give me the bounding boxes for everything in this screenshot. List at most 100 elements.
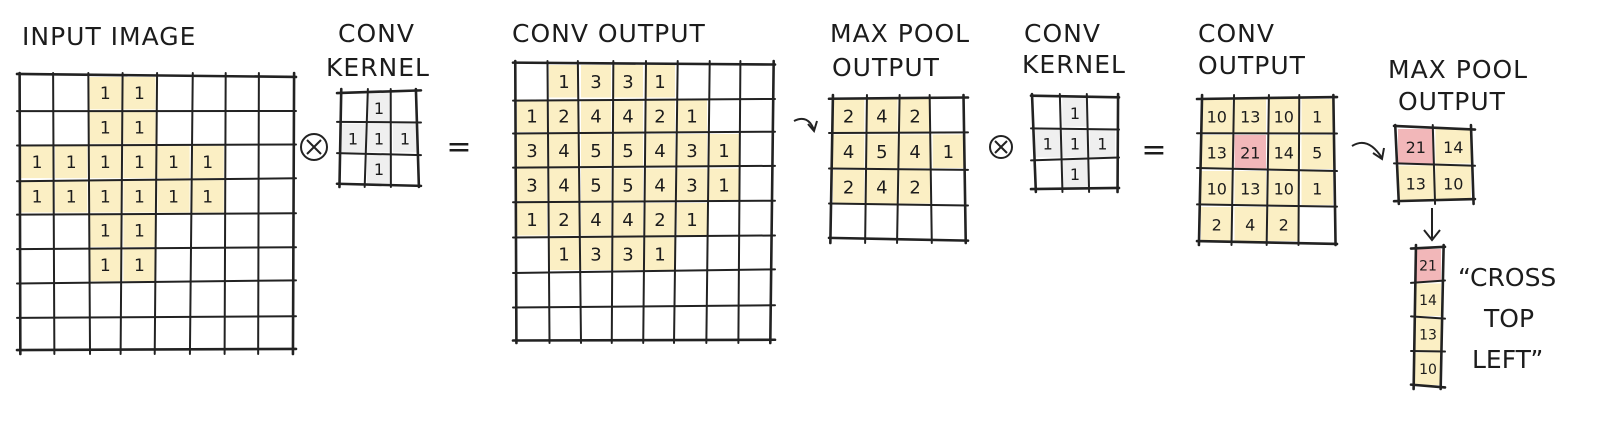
input-image-cell-value: 1 <box>134 153 145 173</box>
conv-kernel-2-col-line <box>1060 94 1063 192</box>
conv-output-1-cell-value: 3 <box>686 141 697 162</box>
conv-output-2-cell-value: 21 <box>1240 144 1260 163</box>
input-image-cell-value: 1 <box>202 153 213 173</box>
input-image-cell-value: 1 <box>100 84 111 104</box>
max-pool-output-2-label-line2: OUTPUT <box>1398 87 1506 116</box>
input-image-cell-value: 1 <box>134 84 145 104</box>
max-pool-output-1-cell-value: 1 <box>943 142 954 163</box>
conv-kernel-1-cell-value: 1 <box>400 130 410 149</box>
conv-output-1-cell-value: 1 <box>718 175 729 196</box>
input-image-cell-value: 1 <box>66 187 77 207</box>
conv-output-1-row-line <box>513 63 775 65</box>
conv-kernel-2-cell-value: 1 <box>1070 135 1080 154</box>
conv-kernel-1-cell-value: 1 <box>374 99 384 118</box>
input-image-row-line <box>17 316 296 318</box>
conv-output-2-cell-value: 10 <box>1207 180 1227 199</box>
conv-output-2-cell-value: 13 <box>1240 180 1260 199</box>
conv-output-2-cell-value: 13 <box>1207 144 1227 163</box>
conv-kernel-2-row-line <box>1031 128 1119 129</box>
input-image-row-line <box>17 280 296 283</box>
input-image-cell-value: 1 <box>168 153 179 173</box>
conv-output-1-col-line <box>612 61 614 343</box>
conv-kernel-1-label-line2: KERNEL <box>326 53 430 82</box>
conv-output-1-cell-value: 5 <box>590 175 601 196</box>
conv-output-1-cell-value: 4 <box>622 106 633 127</box>
conv-kernel-1-row-line <box>337 122 421 123</box>
input-image-cell-value: 1 <box>66 153 77 173</box>
conv-kernel-2-cell-value: 1 <box>1043 135 1053 154</box>
conv-output-1-cell-value: 4 <box>654 175 665 196</box>
conv-kernel-1-row-line <box>337 184 421 186</box>
conv-output-1-cell-value: 5 <box>622 175 633 196</box>
conv-output-1-cell-value: 3 <box>526 175 537 196</box>
conv-output-1-cell-value: 5 <box>622 141 633 162</box>
flattened-vector-row-line <box>1411 351 1445 352</box>
conv-output-1-cell-value: 1 <box>686 210 697 231</box>
max-pool-output-1-col-line <box>930 95 932 243</box>
conv-output-2-cell-value: 2 <box>1212 216 1222 235</box>
input-image-cell-value: 1 <box>134 256 145 276</box>
input-image-col-line <box>53 73 54 354</box>
conv-output-1-cell-value: 4 <box>654 141 665 162</box>
conv-kernel-2-col-line <box>1118 94 1119 192</box>
result-caption-line2: TOP <box>1483 304 1534 333</box>
conv-kernel-1-row-line <box>337 153 421 155</box>
conv-output-1-col-line <box>770 61 773 343</box>
max-pool-output-1-cell-value: 2 <box>909 177 920 198</box>
max-pool-output-1-cell-value: 2 <box>843 106 854 127</box>
max-pool-output-1-label-line1: MAX POOL <box>830 19 970 48</box>
conv-output-2-label-line1: CONV <box>1198 19 1275 48</box>
conv-kernel-1-row-line <box>337 90 421 93</box>
input-image-cell-value: 1 <box>32 153 43 173</box>
conv-output-1-cell-value: 1 <box>558 244 569 265</box>
input-image-col-line <box>225 73 226 354</box>
conv-output-1-cell-value: 3 <box>686 175 697 196</box>
conv-output-2-cell-value: 5 <box>1312 144 1322 163</box>
max-pool-output-2-cell-value: 13 <box>1406 174 1426 193</box>
conv-kernel-2-row-line <box>1031 188 1119 189</box>
conv-output-1-cell-value: 4 <box>558 175 569 196</box>
input-image-col-line <box>293 73 294 354</box>
conv-kernel-1-col-line <box>416 89 419 187</box>
flattened-vector-col-line <box>1441 245 1444 389</box>
conv-output-1-row-line <box>513 99 775 101</box>
input-image-cell-value: 1 <box>134 187 145 207</box>
conv-output-1-cell-value: 1 <box>686 106 697 127</box>
conv-output-1-cell-value: 4 <box>622 210 633 231</box>
conv-output-1-col-line <box>738 61 740 343</box>
conv-output-1-label: CONV OUTPUT <box>512 19 706 48</box>
input-image-col-line <box>258 73 259 354</box>
max-pool-output-1-cell-value: 5 <box>876 142 887 163</box>
conv-output-2-cell-value: 13 <box>1240 108 1260 127</box>
conv-output-2-cell-value: 4 <box>1245 216 1255 235</box>
result-caption-line1: “CROSS <box>1458 263 1556 292</box>
conv-kernel-1-cell-value: 1 <box>348 130 358 149</box>
conv-output-1-cell-value: 2 <box>654 106 665 127</box>
conv-output-1-cell-value: 2 <box>558 210 569 231</box>
input-image-col-line <box>190 73 193 354</box>
conv-output-2-cell-value: 10 <box>1274 108 1294 127</box>
conv-kernel-1-col-line <box>339 89 341 187</box>
input-image-label: INPUT IMAGE <box>22 22 196 51</box>
conv-output-1-cell-value: 3 <box>590 72 601 93</box>
max-pool-output-1-cell-value: 4 <box>843 142 854 163</box>
input-image-cell-value: 1 <box>134 119 145 139</box>
conv-output-1-cell-value: 4 <box>590 106 601 127</box>
conv-kernel-2-row-line <box>1031 96 1119 98</box>
max-pool-output-1-col-line <box>865 95 867 243</box>
conv-output-1-cell-value: 3 <box>590 244 601 265</box>
conv-output-2-cell-value: 10 <box>1274 180 1294 199</box>
max-pool-output-2-cell-value: 10 <box>1443 174 1463 193</box>
max-pool-output-1-row-line <box>829 238 968 241</box>
conv-kernel-2-cell-value: 1 <box>1097 135 1107 154</box>
input-image-cell-value: 1 <box>134 222 145 242</box>
